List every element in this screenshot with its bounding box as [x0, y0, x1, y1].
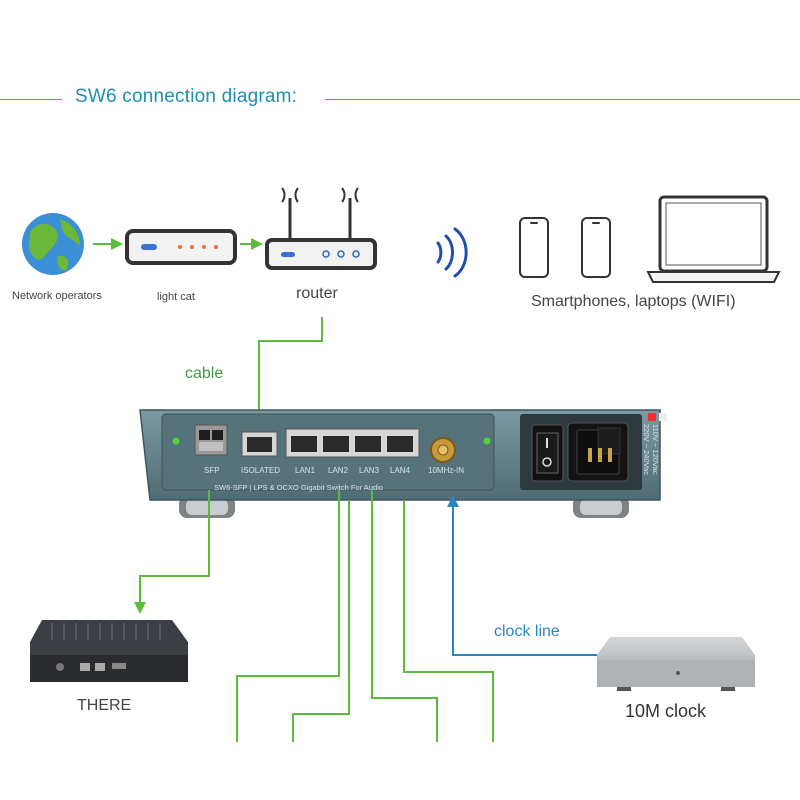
port-label-lan4: LAN4 [390, 466, 411, 475]
clock-line-label: clock line [494, 623, 560, 640]
there-streamer-device [30, 620, 188, 682]
router-icon [265, 187, 377, 270]
port-label-10mhz-in: 10MHz-IN [428, 466, 465, 475]
clock-device-label: 10M clock [625, 701, 707, 721]
laptop-icon [646, 195, 781, 283]
cable-lan2 [292, 500, 350, 742]
clock-line [447, 495, 597, 656]
modem-icon [125, 229, 237, 265]
clock-device [597, 637, 755, 691]
wifi-signal-icon [436, 227, 468, 278]
title-rule-right [325, 99, 800, 100]
cable-label: cable [185, 365, 224, 382]
there-label: THERE [77, 697, 132, 714]
voltage-label-110: 110V ~ 120Vac [651, 424, 660, 475]
port-label-lan3: LAN3 [359, 466, 380, 475]
port-label-lan2: LAN2 [328, 466, 349, 475]
diagram-title: SW6 connection diagram: [75, 86, 298, 107]
router-label: router [296, 285, 338, 302]
cable-lan1 [236, 490, 340, 742]
cable-lan4 [403, 500, 494, 742]
smartphone-icon [581, 217, 611, 278]
smartphone-icon [519, 217, 549, 278]
network-operators-label: Network operators [12, 290, 102, 302]
cable-router-to-switch [253, 317, 323, 424]
port-label-isolated: ISOLATED [241, 466, 280, 475]
voltage-label-220: 220V ~ 240Vac [642, 424, 651, 475]
sw6-switch-front-panel [139, 409, 667, 501]
port-label-lan1: LAN1 [295, 466, 316, 475]
switch-foot-left [179, 496, 235, 518]
cable-lan3 [371, 490, 438, 742]
title-rule-left [0, 99, 62, 100]
cable-switch-to-there [134, 490, 210, 614]
switch-model-text: SW6-SFP | LPS & OCXO Gigabit Switch For … [214, 483, 383, 492]
globe-icon [22, 213, 84, 275]
wifi-clients-label: Smartphones, laptops (WIFI) [531, 293, 736, 310]
switch-foot-right [573, 496, 629, 518]
port-label-sfp: SFP [204, 466, 220, 475]
light-cat-label: light cat [157, 291, 195, 303]
